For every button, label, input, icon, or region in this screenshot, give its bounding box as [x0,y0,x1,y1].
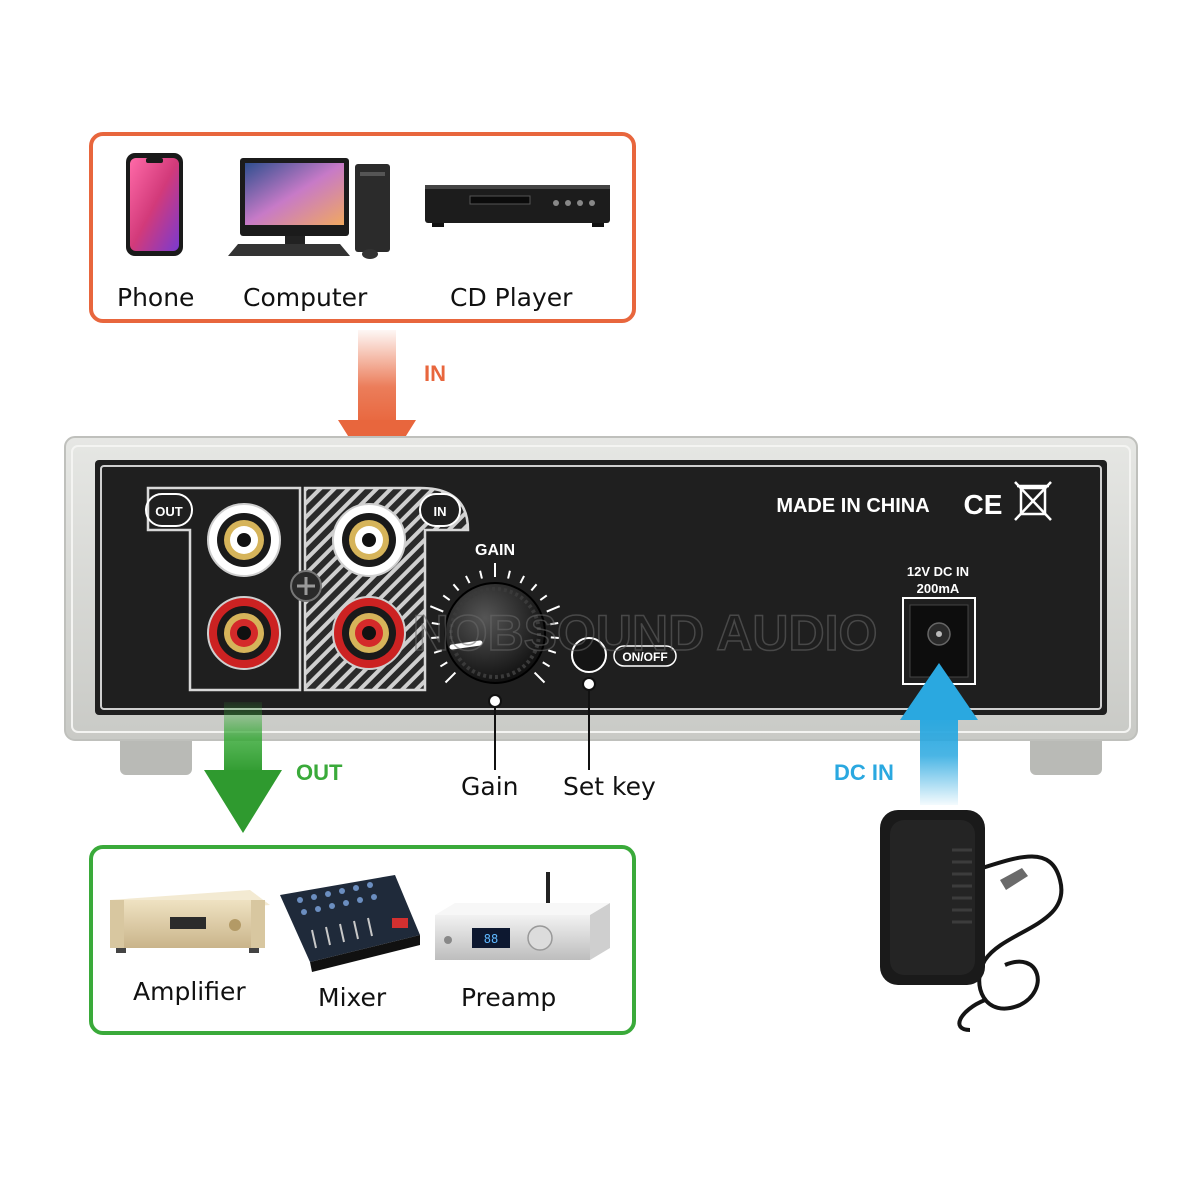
gain-tick [429,605,444,613]
gain-tick [439,661,448,668]
power-spec-line2: 200mA [917,581,960,596]
power-adapter-icon [880,810,1064,1032]
gain-tick [431,622,440,626]
gain-tick [530,583,538,592]
gain-callout-label: Gain [461,772,519,801]
computer-icon [228,158,390,259]
brand-watermark: NOBSOUND AUDIO [413,605,878,661]
gain-tick [550,636,559,640]
gain-tick [444,671,457,684]
right-foot [1030,735,1102,775]
on-off-text: ON/OFF [622,650,667,664]
source-label-cd-player: CD Player [450,283,573,312]
dc-in-arrow-label: DC IN [834,760,894,785]
gain-panel-label: GAIN [475,542,515,559]
out-rca-red[interactable] [207,596,281,670]
in-badge: IN [419,493,461,527]
source-devices-box [89,132,636,323]
out-badge-text: OUT [155,504,183,519]
left-foot [120,735,192,775]
set-key-callout-label: Set key [563,772,656,801]
ce-mark: CE [964,489,1003,520]
destination-devices-box: 88 [89,845,636,1035]
destination-label-preamp: Preamp [461,983,557,1012]
in-rca-red[interactable] [332,596,406,670]
gain-knob-indicator [449,640,483,650]
gain-tick [479,570,483,579]
weee-bin-icon [1014,481,1052,521]
gain-tick [533,671,546,684]
mixer-icon [280,875,420,972]
gain-tick [539,594,548,601]
gain-tick [550,622,559,626]
gain-callout [488,694,502,770]
gain-tick [546,605,561,613]
phone-icon [126,153,183,256]
set-key-button[interactable] [571,637,607,673]
made-in-text: MADE IN CHINA [776,495,929,517]
on-off-label: ON/OFF [613,645,677,667]
preamp-icon: 88 [435,872,610,960]
power-spec-line1: 12V DC IN [907,564,969,579]
gain-tick [519,575,525,584]
gain-tick [442,594,451,601]
svg-text:88: 88 [484,932,498,946]
dc-power-jack[interactable] [902,597,976,685]
source-label-phone: Phone [117,283,195,312]
out-badge: OUT [145,493,193,527]
dc-in-arrow [900,663,978,805]
in-badge-text: IN [434,504,447,519]
destination-label-mixer: Mixer [318,983,387,1012]
out-arrow [204,702,282,833]
gain-tick [452,583,460,592]
gain-tick [433,649,443,654]
in-rca-white[interactable] [332,503,406,577]
gain-tick [547,649,557,654]
gain-tick [431,636,440,640]
out-rca-white[interactable] [207,503,281,577]
cd-player-icon [425,185,610,227]
gain-tick [465,575,471,584]
set-key-callout [582,677,596,770]
destination-label-amplifier: Amplifier [133,977,246,1006]
gain-knob[interactable] [444,582,546,684]
gain-tick [507,570,511,579]
source-label-computer: Computer [243,283,368,312]
gain-scale-ticks [429,563,561,684]
device-rear-panel: OUT IN GAIN ON/OFF NOBSOUND AUDIO MADE I… [64,436,1138,775]
in-arrow-label: IN [424,361,446,386]
gain-tick [542,661,551,668]
screw-icon [290,570,322,602]
out-arrow-label: OUT [296,760,343,785]
amplifier-icon [110,890,270,953]
